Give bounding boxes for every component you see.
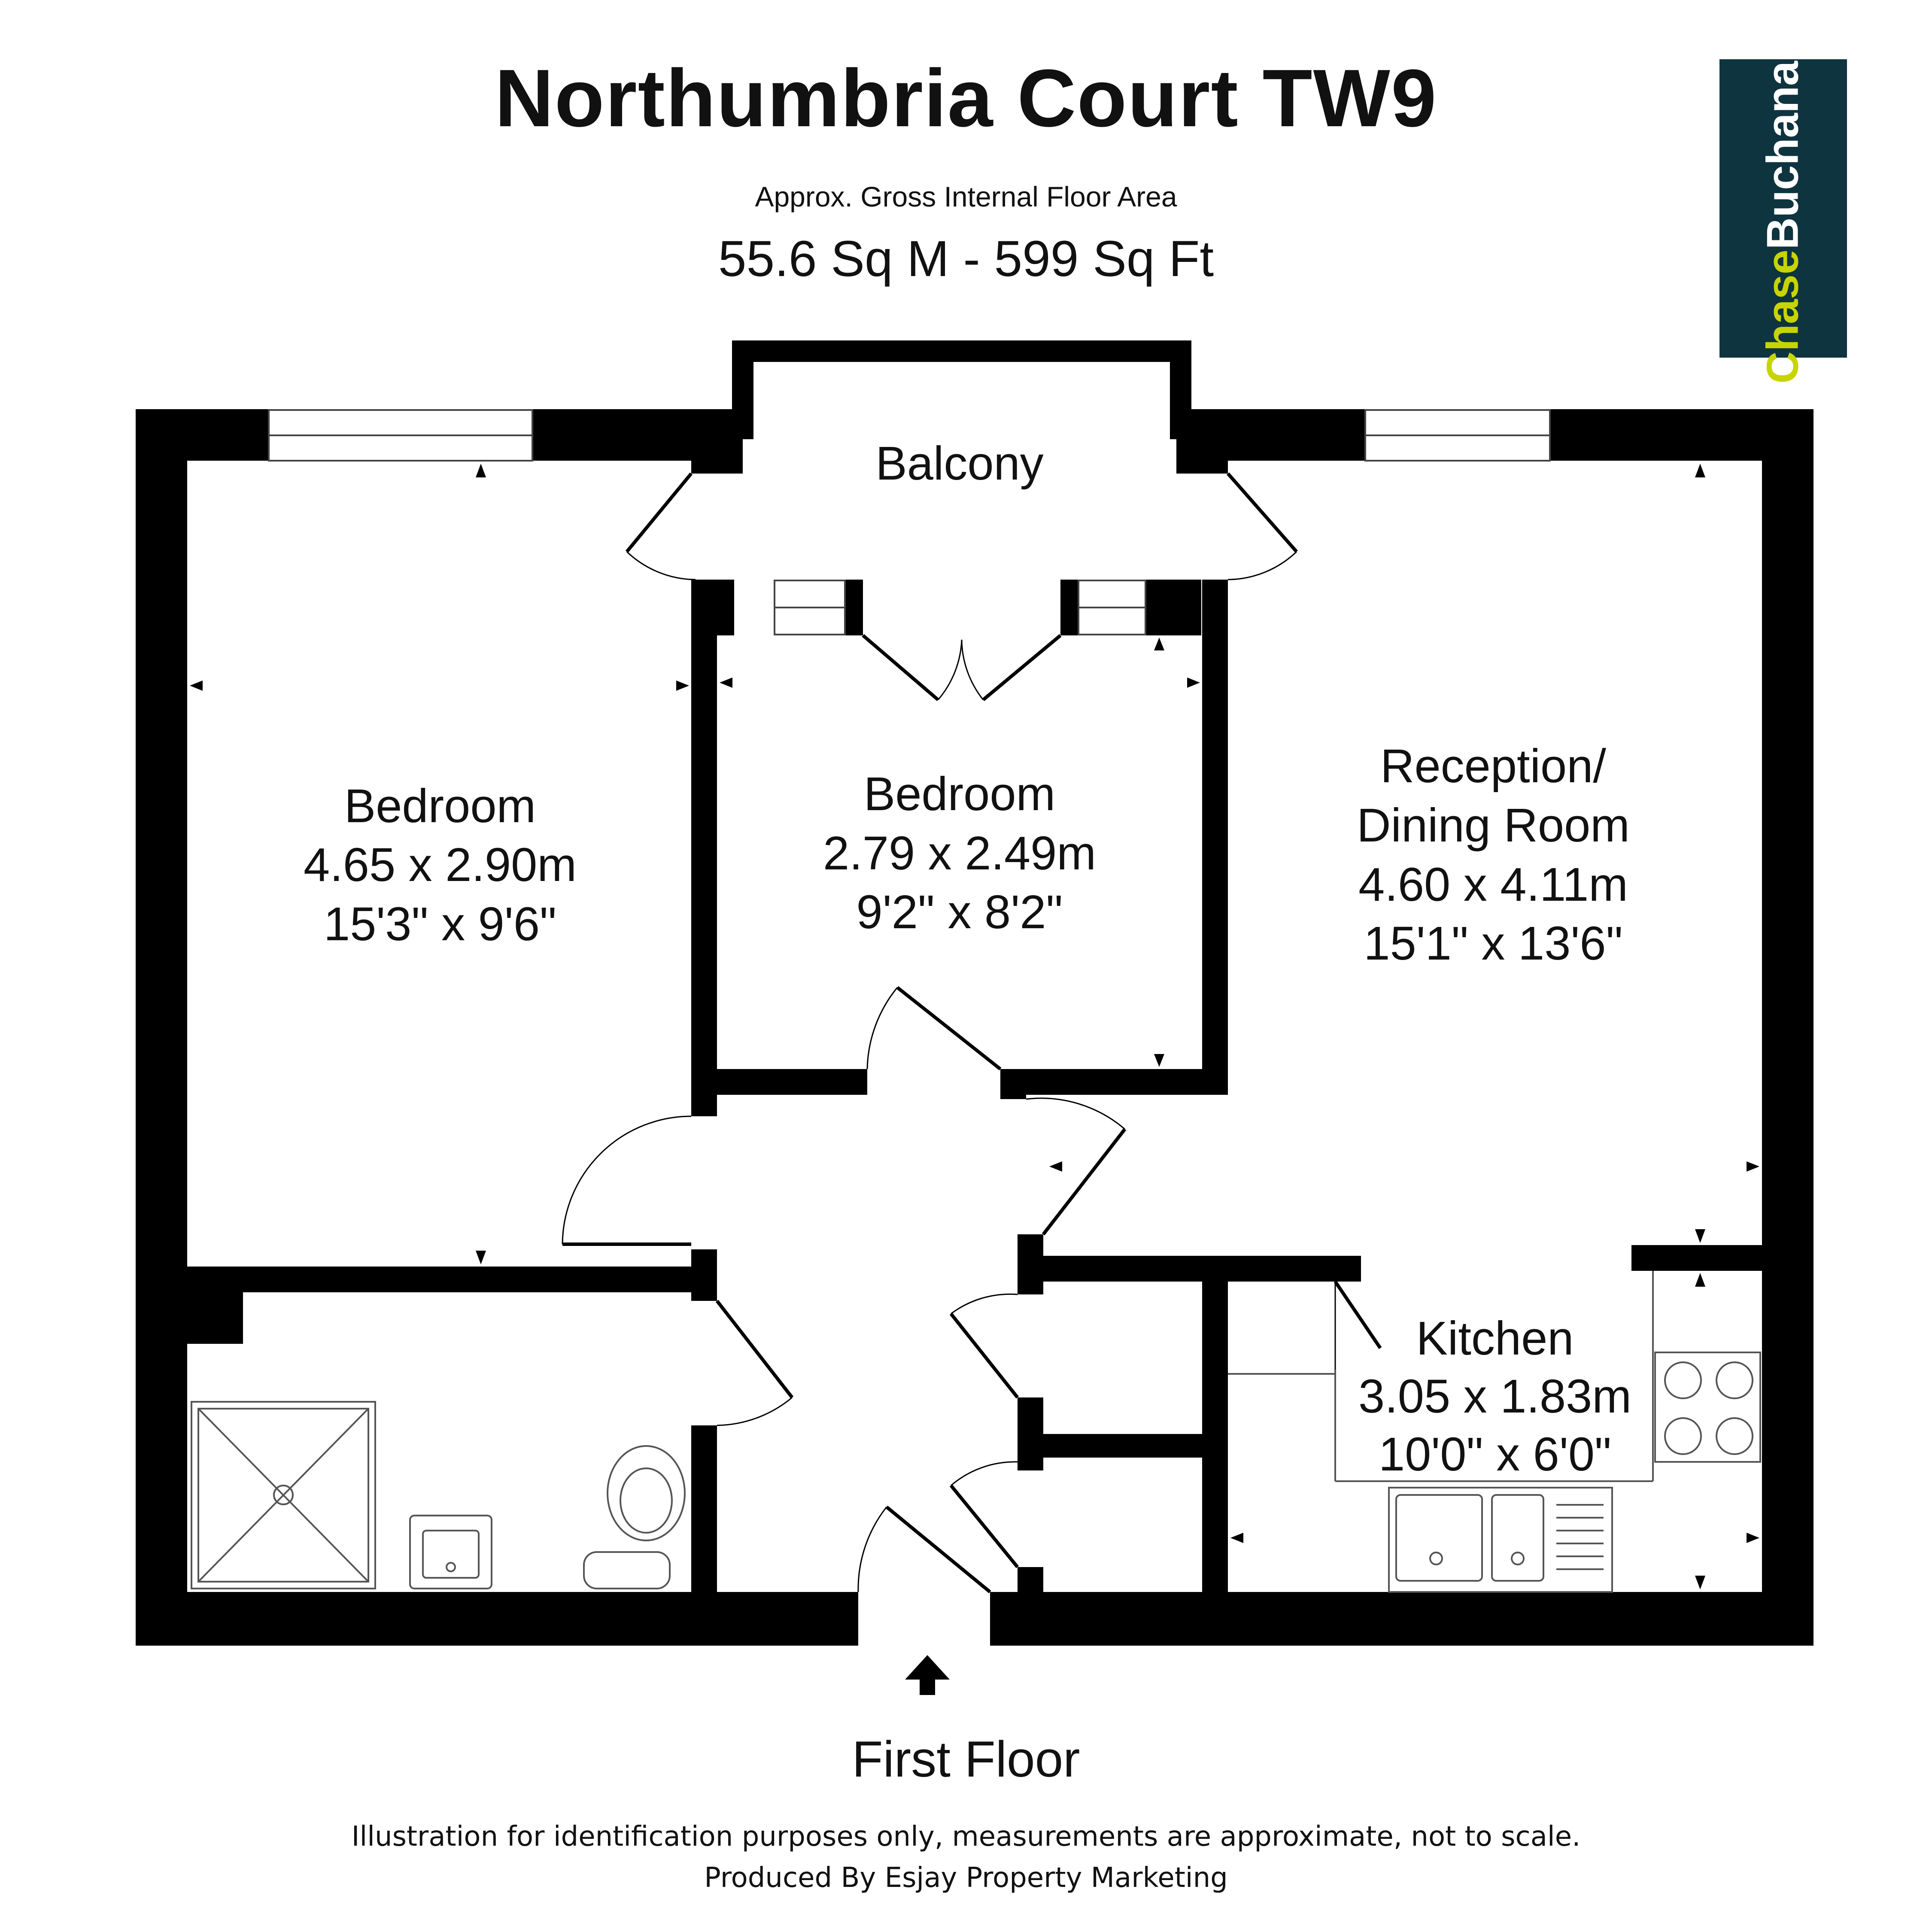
plan-title: Northumbria Court TW9	[495, 53, 1437, 144]
floor-area: 55.6 Sq M - 599 Sq Ft	[718, 231, 1214, 287]
bedroom-2-imperial: 9'2" x 8'2"	[857, 886, 1063, 939]
doors	[562, 472, 1382, 1594]
bedroom-1-name: Bedroom	[344, 780, 536, 832]
bedroom-2-name: Bedroom	[864, 768, 1055, 820]
floor-label: First Floor	[852, 1731, 1080, 1788]
dimension-arrows	[190, 464, 1759, 1589]
balcony-label: Balcony	[875, 437, 1043, 490]
bathroom-fixtures	[191, 1401, 686, 1589]
bedroom-1-metric: 4.65 x 2.90m	[304, 838, 577, 891]
reception-imperial: 15'1" x 13'6"	[1364, 917, 1622, 970]
reception-metric: 4.60 x 4.11m	[1358, 858, 1628, 911]
reception-name-line1: Reception/	[1380, 740, 1606, 793]
kitchen-fixtures	[1228, 1271, 1761, 1593]
disclaimer-line-1: Illustration for identification purposes…	[351, 1821, 1581, 1853]
reception-name-line2: Dining Room	[1357, 799, 1630, 852]
area-caption: Approx. Gross Internal Floor Area	[755, 181, 1177, 213]
walls	[136, 340, 1814, 1646]
bedroom-2-metric: 2.79 x 2.49m	[823, 827, 1096, 880]
windows	[268, 409, 1551, 635]
disclaimer-line-2: Produced By Esjay Property Marketing	[704, 1862, 1228, 1894]
disclaimer: Illustration for identification purposes…	[0, 1816, 1932, 1899]
kitchen-metric: 3.05 x 1.83m	[1358, 1370, 1631, 1423]
bedroom-1-imperial: 15'3" x 9'6"	[324, 898, 556, 951]
agency-logo: ChaseBuchanan	[1719, 34, 1847, 383]
entrance-arrow-icon	[905, 1655, 950, 1695]
kitchen-name: Kitchen	[1416, 1312, 1574, 1365]
kitchen-imperial: 10'0" x 6'0"	[1379, 1428, 1611, 1481]
